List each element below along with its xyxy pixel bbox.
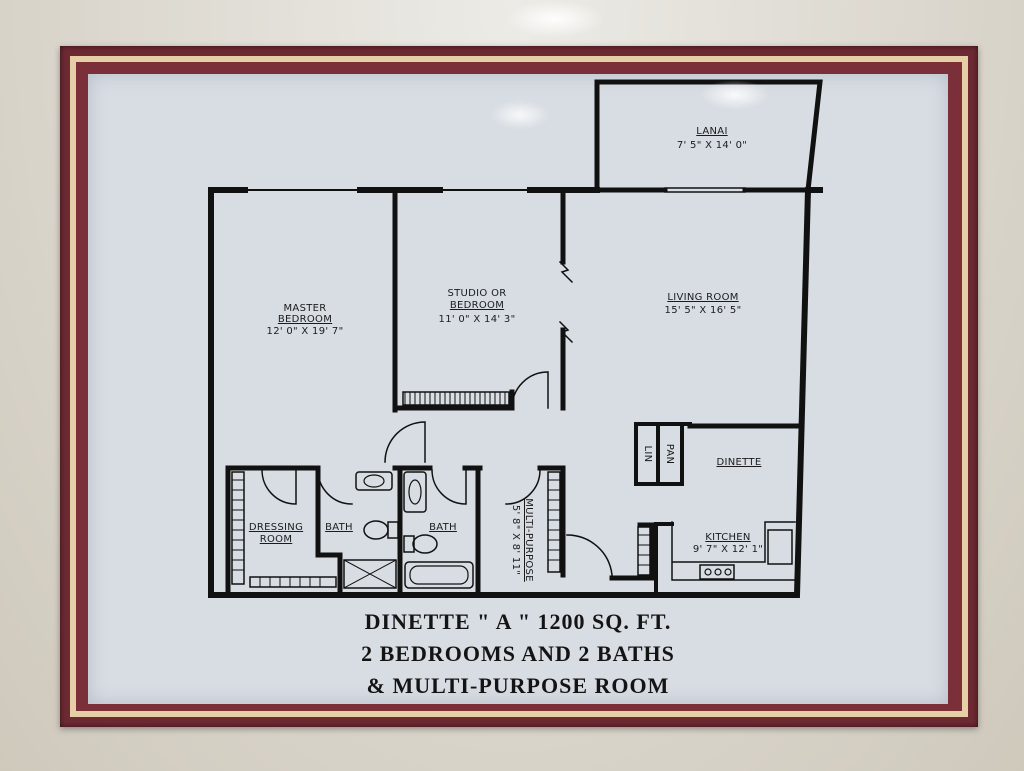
door-bath1-arc <box>317 469 353 505</box>
bath1-label: BATH <box>325 522 353 533</box>
entry-closet <box>637 526 651 576</box>
dressing-closet-bottom <box>249 576 337 588</box>
wall-lin-pan <box>634 422 692 486</box>
door-studio-arc <box>511 371 549 409</box>
multi-purpose-label: MULTI-PURPOSE <box>523 498 534 582</box>
bath2-sink <box>403 471 427 513</box>
caption-line-1: DINETTE " A " 1200 SQ. FT. <box>364 609 672 634</box>
dressing-closet-left <box>231 471 245 585</box>
dressing-label-1: DRESSING <box>249 522 303 533</box>
light-glare <box>490 100 550 130</box>
light-glare <box>700 80 770 110</box>
sliding-door-lanai <box>664 187 746 193</box>
door-multi-arc <box>505 469 541 505</box>
door-dressing-arc <box>261 469 297 505</box>
bath1-shower <box>343 559 397 589</box>
multi-purpose-size: 5' 8" X 8' 11" <box>510 505 521 575</box>
wall-entry <box>609 522 655 581</box>
door-master-arc <box>384 421 426 463</box>
living-label: LIVING ROOM <box>667 292 738 303</box>
living-size: 15' 5" X 16' 5" <box>665 305 742 316</box>
studio-size: 11' 0" X 14' 3" <box>439 314 516 325</box>
dressing-label-2: ROOM <box>260 534 293 545</box>
bath2-toilet <box>412 534 438 554</box>
master-label-2: BEDROOM <box>278 314 332 325</box>
dinette-label: DINETTE <box>717 457 762 468</box>
door-bath2-arc <box>431 469 467 505</box>
lin-label: LIN <box>642 446 653 463</box>
bath2-label: BATH <box>429 522 457 533</box>
kitchen-counter <box>671 521 796 581</box>
caption-line-3: & MULTI-PURPOSE ROOM <box>366 673 670 698</box>
lanai-walls <box>594 79 823 193</box>
pan-label: PAN <box>664 444 675 465</box>
kitchen-sink <box>767 529 793 565</box>
bath1-toilet <box>363 520 389 540</box>
bath1-sink <box>355 471 393 491</box>
light-glare <box>505 0 605 38</box>
lanai-size: 7' 5" X 14' 0" <box>677 140 747 151</box>
kitchen-stove <box>699 564 735 580</box>
break-symbol-2 <box>558 320 574 344</box>
lanai-label: LANAI <box>696 126 727 137</box>
studio-label-2: BEDROOM <box>450 300 504 311</box>
multi-closet <box>547 471 561 573</box>
floor-plan-caption: DINETTE " A " 1200 SQ. FT. 2 BEDROOMS AN… <box>88 606 948 702</box>
exterior-wall <box>208 187 823 598</box>
kitchen-size: 9' 7" X 12' 1" <box>693 544 763 555</box>
master-size: 12' 0" X 19' 7" <box>267 326 344 337</box>
caption-line-2: 2 BEDROOMS AND 2 BATHS <box>361 641 675 666</box>
studio-closet <box>402 391 510 406</box>
kitchen-label: KITCHEN <box>705 532 750 543</box>
kitchen-wall <box>654 522 674 592</box>
bath2-tub <box>404 561 474 589</box>
break-symbol-1 <box>558 260 574 284</box>
door-entry-arc <box>566 534 613 579</box>
master-label-1: MASTER <box>284 303 327 314</box>
wall-service-verticals <box>225 465 566 593</box>
studio-label-1: STUDIO OR <box>448 288 507 299</box>
